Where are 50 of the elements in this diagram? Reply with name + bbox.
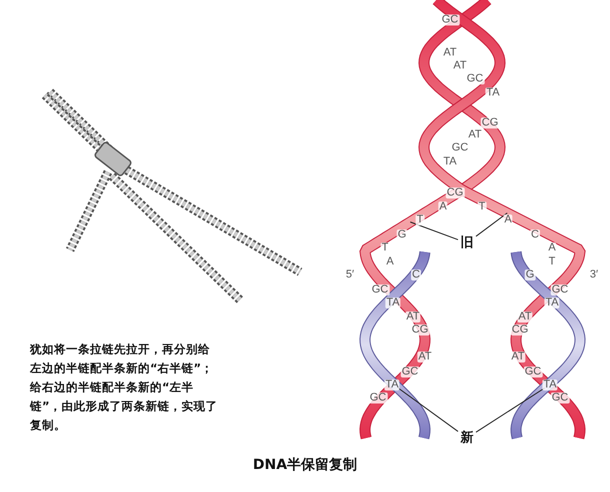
base-label: GC [450,142,470,154]
base-label: GC [524,366,542,378]
base-label: CG [446,188,464,198]
base-label: T [416,214,424,226]
base-label: T [380,242,390,254]
base-label: TA [542,380,558,390]
base-label: A [547,242,557,254]
base-label: GC [400,366,420,378]
base-label: AT [510,352,526,362]
base-label: T [548,256,556,268]
base-label: AT [442,48,458,58]
base-label: TA [442,156,458,168]
base-label: AT [417,352,433,362]
description-text: 犹如将一条拉链先拉开，再分别给左边的半链配半条新的“右半链”；给右边的半链配半条新的“左半链”，由此形成了两条新链，实现了复制。 [30,341,219,434]
base-label: AT [405,312,421,322]
base-label: GC [550,284,570,296]
base-label: A [438,202,448,212]
base-label: C [530,230,540,240]
leader-line [398,388,458,432]
caption: DNA半保留复制 [252,456,358,474]
base-label: CG [510,324,530,336]
leader-line [410,222,458,240]
base-label: AT [467,130,483,140]
base-label: C [411,270,421,280]
dna-strand [360,250,430,440]
base-label: GC [440,14,460,26]
base-label: TA [485,88,501,98]
base-label: AT [452,60,468,72]
base-label: GC [368,392,388,404]
base-label: T [478,202,486,212]
base-label: 3′ [588,270,600,280]
base-label: G [524,270,536,280]
base-label: TA [385,298,401,308]
leader-line [476,212,508,237]
base-label: GC [370,284,390,296]
base-label: CG [410,324,430,336]
base-label: GC [466,74,484,84]
dna-strand [510,250,586,440]
base-label: TA [384,380,400,390]
base-label: G [396,230,408,240]
base-label: A [503,214,513,226]
base-label: A [385,256,395,268]
base-label: TA [544,298,560,308]
base-label: CG [480,118,500,128]
strand-label: 新 [460,432,474,444]
leader-line [476,388,546,433]
strand-label: 旧 [460,236,474,250]
base-label: 5′ [344,270,356,280]
base-label: GC [550,392,570,404]
base-label: AT [517,312,533,322]
